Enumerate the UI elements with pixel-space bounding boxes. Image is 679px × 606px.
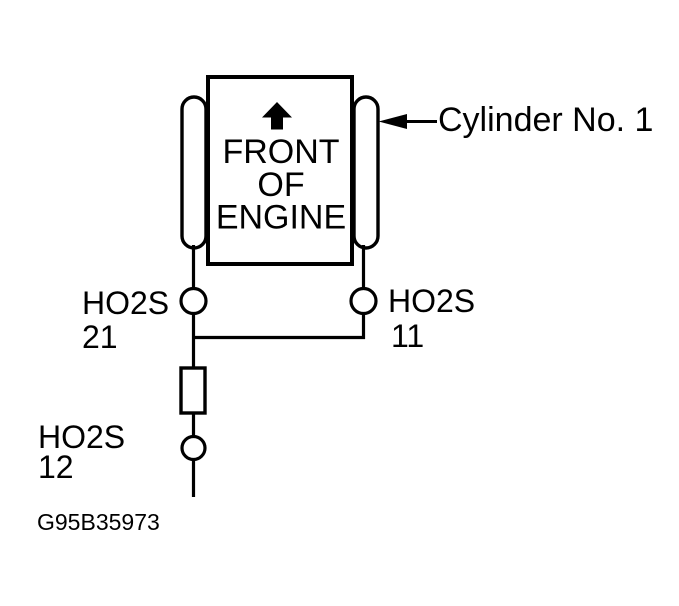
cylinder-1-label: Cylinder No. 1 [438, 101, 653, 139]
catalytic-converter-box [179, 366, 207, 415]
front-direction-up-arrow-icon [262, 102, 292, 130]
ho2s-21-sensor-circle [179, 286, 208, 316]
ho2s-12-label-number: 12 [38, 449, 74, 485]
ho2s-12-sensor-circle [180, 434, 207, 462]
engine-label-line-2: OF [257, 166, 304, 204]
cylinder-1-arrowhead-icon [378, 114, 407, 129]
ho2s-21-label-number: 21 [82, 319, 118, 355]
ho2s-21-label-name: HO2S [82, 285, 169, 321]
right-exhaust-manifold [352, 95, 380, 250]
figure-id-label: G95B35973 [37, 509, 160, 535]
ho2s-12-label-name: HO2S [38, 419, 125, 455]
engine-label-line-1: FRONT [222, 133, 339, 171]
ho2s-11-sensor-circle [349, 286, 378, 316]
engine-label-line-3: ENGINE [216, 199, 346, 237]
left-exhaust-manifold [180, 95, 208, 250]
ho2s-11-label-number: 11 [391, 318, 424, 354]
ho2s-11-label-name: HO2S [388, 283, 475, 319]
